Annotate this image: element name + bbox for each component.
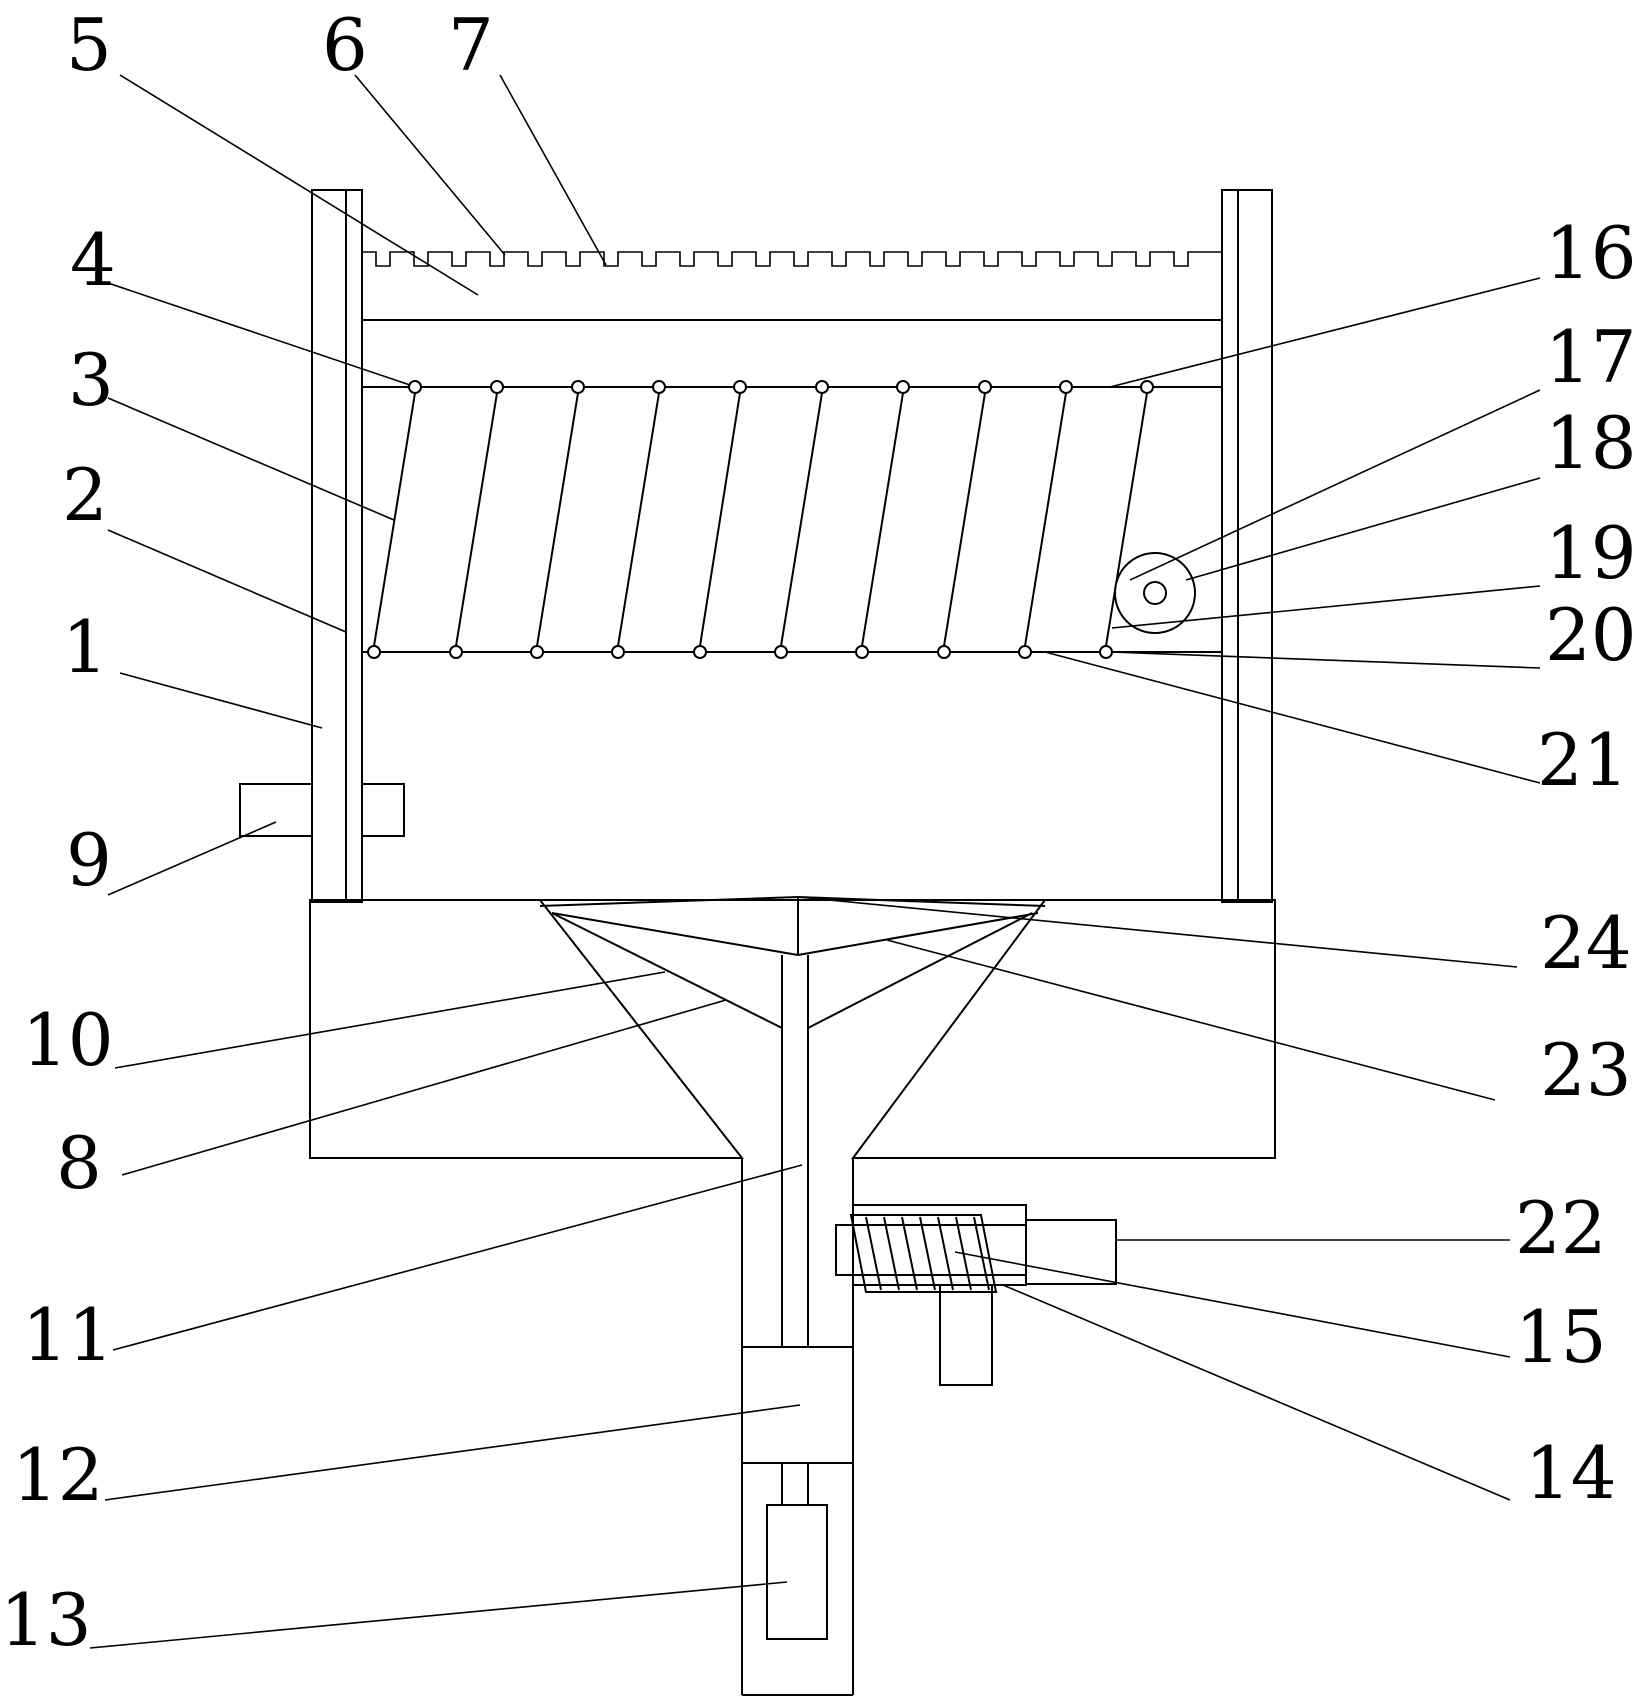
- slanted-rod: [455, 392, 498, 647]
- central-shaft: [781, 955, 809, 1347]
- upper-nodes: [408, 380, 1154, 394]
- slanted-rod: [373, 392, 416, 647]
- callout-24: 24: [1540, 901, 1632, 985]
- toothed-plate: [362, 251, 1222, 321]
- lower-node: [937, 645, 951, 659]
- callout-20: 20: [1545, 593, 1637, 677]
- callout-2: 2: [62, 453, 108, 537]
- screw-blade: [883, 1216, 900, 1291]
- callout-7: 7: [448, 3, 494, 87]
- slanted-rod: [536, 392, 579, 647]
- motor: [766, 1504, 828, 1640]
- lower-node: [449, 645, 463, 659]
- callout-19: 19: [1545, 511, 1637, 595]
- callout-8: 8: [56, 1121, 102, 1205]
- screw-blade: [937, 1216, 954, 1291]
- slanted-rod: [1024, 392, 1067, 647]
- lower-node: [367, 645, 381, 659]
- upper-node: [815, 380, 829, 394]
- slanted-rod: [617, 392, 660, 647]
- callout-15: 15: [1515, 1295, 1607, 1379]
- lower-node: [774, 645, 788, 659]
- callout-14: 14: [1525, 1431, 1617, 1515]
- lower-node: [530, 645, 544, 659]
- callout-21: 21: [1537, 718, 1629, 802]
- callout-10: 10: [22, 998, 114, 1082]
- right-wall: [1221, 189, 1273, 903]
- upper-node: [1140, 380, 1154, 394]
- slanted-rod: [699, 392, 741, 647]
- left-wall: [311, 189, 363, 903]
- roller: [1114, 552, 1196, 634]
- callout-22: 22: [1515, 1186, 1607, 1270]
- lower-node: [1099, 645, 1113, 659]
- lower-node: [855, 645, 869, 659]
- callout-6: 6: [322, 3, 368, 87]
- slanted-rod: [943, 392, 986, 647]
- callout-9: 9: [66, 818, 112, 902]
- callout-23: 23: [1540, 1028, 1632, 1112]
- upper-node: [896, 380, 910, 394]
- cylinder: [741, 1346, 854, 1505]
- callout-3: 3: [68, 338, 114, 422]
- screw-blade: [973, 1216, 990, 1291]
- slanted-rods: [373, 392, 1148, 647]
- side-bracket: [239, 783, 405, 837]
- slanted-rod: [1105, 392, 1148, 647]
- upper-node: [652, 380, 666, 394]
- callout-5: 5: [66, 3, 112, 87]
- callout-12: 12: [12, 1433, 104, 1517]
- slanted-rod: [861, 392, 904, 647]
- callout-13: 13: [0, 1578, 92, 1662]
- slanted-rod: [780, 392, 823, 647]
- leader-lines: [89, 74, 1541, 1649]
- upper-node: [978, 380, 992, 394]
- callout-4: 4: [70, 218, 116, 302]
- screw-blade: [865, 1216, 882, 1291]
- callout-11: 11: [22, 1293, 114, 1377]
- spreader-lines: [539, 896, 1046, 1029]
- lower-nodes: [367, 645, 1113, 659]
- screw-blade: [919, 1216, 936, 1291]
- upper-node: [408, 380, 422, 394]
- base-block-left: [309, 899, 745, 1159]
- callout-labels: 1 2 3 4 5 6 7 8 9 10 11 12 13 14 15 16 1…: [0, 3, 1637, 1662]
- upper-node: [571, 380, 585, 394]
- callout-16: 16: [1545, 211, 1637, 295]
- lower-node: [1018, 645, 1032, 659]
- upper-node: [490, 380, 504, 394]
- screw-conveyor: [835, 1204, 1117, 1386]
- base-block-right: [851, 899, 1276, 1159]
- screw-blade: [901, 1216, 918, 1291]
- lower-node: [611, 645, 625, 659]
- callout-18: 18: [1545, 401, 1637, 485]
- upper-node: [733, 380, 747, 394]
- callout-1: 1: [62, 605, 108, 689]
- callout-17: 17: [1545, 315, 1637, 399]
- lower-node: [693, 645, 707, 659]
- upper-node: [1059, 380, 1073, 394]
